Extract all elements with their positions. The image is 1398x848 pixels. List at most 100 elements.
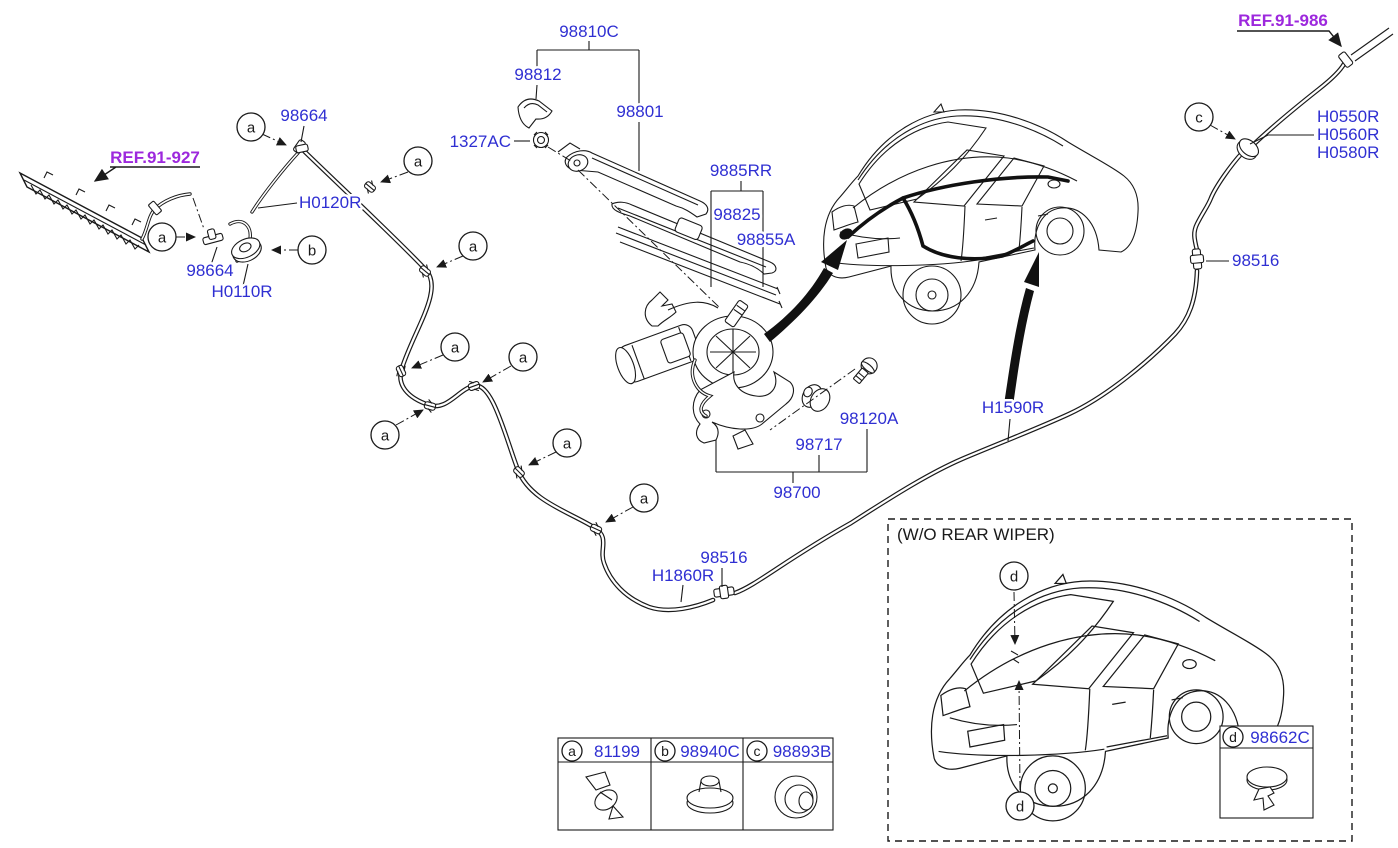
callout-letter: a [519, 350, 528, 367]
legend-part-81199: 81199 [594, 742, 640, 761]
callout-d-top: d [999, 561, 1029, 591]
label-98516-mid: 98516 [700, 548, 747, 567]
ring-grommet-icon [774, 775, 818, 819]
grommet-icon [686, 775, 734, 814]
callout-letter: a [563, 436, 572, 453]
high-mount-stop-lamp [18, 171, 151, 254]
callout-a-6: a [508, 342, 538, 372]
label-h0110r: H0110R [211, 282, 272, 301]
callout-letter: a [451, 340, 460, 357]
label-9885rr: 9885RR [710, 161, 772, 180]
hose-H1590R [732, 268, 1200, 596]
label-1327ac: 1327AC [450, 132, 511, 151]
legend-cell-c: c 98893B [746, 740, 832, 762]
hose-right-upper [1192, 150, 1245, 253]
hose-H0120R [250, 151, 300, 214]
grommet-c-98893B [1236, 138, 1260, 160]
grommet-H0110R [231, 237, 262, 263]
reference-leaders [95, 30, 1342, 181]
label-h1590r: H1590R [982, 398, 1044, 417]
label-98855a: 98855A [737, 230, 796, 249]
legend-cell-a: a 81199 [561, 740, 640, 762]
wiper-motor-98700 [615, 291, 795, 450]
flow-arrow-to-hatch [764, 240, 847, 342]
callout-letter: a [640, 491, 649, 508]
label-98700: 98700 [773, 483, 820, 502]
construction-lines [192, 146, 856, 431]
screw-98120A [853, 357, 878, 384]
hose-clip-icon [585, 771, 625, 820]
callout-letter: b [308, 243, 316, 260]
legend-letter-a: a [568, 743, 576, 759]
pigtail-fitting [148, 200, 162, 216]
callout-letter: a [469, 239, 478, 256]
callout-a-8: a [629, 483, 659, 513]
callout-a-5: a [370, 420, 400, 450]
callout-letter: a [381, 428, 390, 445]
part-labels: 98810C 98812 1327AC 98801 9885RR 98825 9… [108, 9, 1382, 588]
hose-right-upper [1193, 151, 1244, 252]
car-rear-view [823, 102, 1139, 325]
legend-headers: a 81199 b 98940C c 98893B d 98662C [561, 726, 1310, 762]
label-98812: 98812 [514, 65, 561, 84]
label-98801: 98801 [616, 102, 663, 121]
callout-a-3: a [458, 231, 488, 261]
ref-986-hose [1350, 27, 1394, 62]
insert-part-98662c: 98662C [1250, 728, 1310, 747]
callout-a-7: a [552, 428, 582, 458]
wo-rear-wiper-box [887, 518, 1353, 842]
callout-a-2: a [403, 146, 433, 176]
callout-c-1: c [1184, 102, 1214, 132]
wiper-blade-98825 [611, 201, 777, 275]
legend-letter-b: b [661, 743, 669, 759]
label-98717: 98717 [795, 435, 842, 454]
insert-box-header: d 98662C [1222, 726, 1310, 748]
label-ref-91-986: REF.91-986 [1238, 11, 1328, 30]
label-98810c: 98810C [559, 22, 619, 41]
label-98825: 98825 [713, 205, 760, 224]
hose-end-fitting [1338, 51, 1354, 68]
label-brackets [210, 41, 1314, 603]
legend-table [557, 737, 834, 831]
label-h0550r: H0550R [1317, 107, 1379, 126]
label-98664-top: 98664 [280, 106, 327, 125]
grommet-98717 [801, 384, 831, 412]
callout-a-4: a [440, 332, 470, 362]
hose-H1590R [733, 269, 1199, 595]
insert-letter-d: d [1229, 729, 1237, 745]
pivot-nut-1327AC [532, 131, 550, 149]
callout-a-9: a [147, 222, 177, 252]
legend-part-98893b: 98893B [773, 742, 832, 761]
label-h1860r: H1860R [652, 566, 714, 585]
legend-letter-c: c [754, 743, 761, 759]
connector-98516-right [1189, 248, 1205, 270]
callout-letter: c [1195, 110, 1203, 127]
hose-clips-81199 [360, 177, 605, 538]
label-98516-right: 98516 [1232, 251, 1279, 270]
label-wo-rear-wiper: (W/O REAR WIPER) [897, 525, 1055, 544]
car-hose-routing [839, 175, 1070, 261]
pivot-cap-98812 [517, 98, 553, 129]
callout-letter: a [247, 120, 256, 137]
snap-plug-icon [1246, 766, 1288, 811]
wiper-blade-rubber-98855A [615, 226, 783, 309]
callout-letter: a [158, 230, 167, 247]
callout-d-bottom: d [1005, 791, 1035, 821]
hose-H0550R-group [1251, 62, 1346, 147]
connector-98516-mid [713, 584, 735, 600]
tee-connector-98664-low [202, 228, 224, 246]
label-h0120r: H0120R [299, 193, 361, 212]
callout-b-1: b [297, 235, 327, 265]
label-ref-91-927: REF.91-927 [110, 148, 200, 167]
callout-letter: d [1010, 569, 1018, 586]
label-h0560r: H0560R [1317, 125, 1379, 144]
callout-letter: a [414, 154, 423, 171]
flow-arrow-to-sill [1003, 252, 1039, 413]
elbow-connector-98664-top [293, 139, 309, 154]
d-callout-leaders [1010, 591, 1024, 791]
callout-a-1: a [236, 112, 266, 142]
legend-cell-b: b 98940C [654, 740, 740, 762]
label-98664-low: 98664 [186, 261, 233, 280]
